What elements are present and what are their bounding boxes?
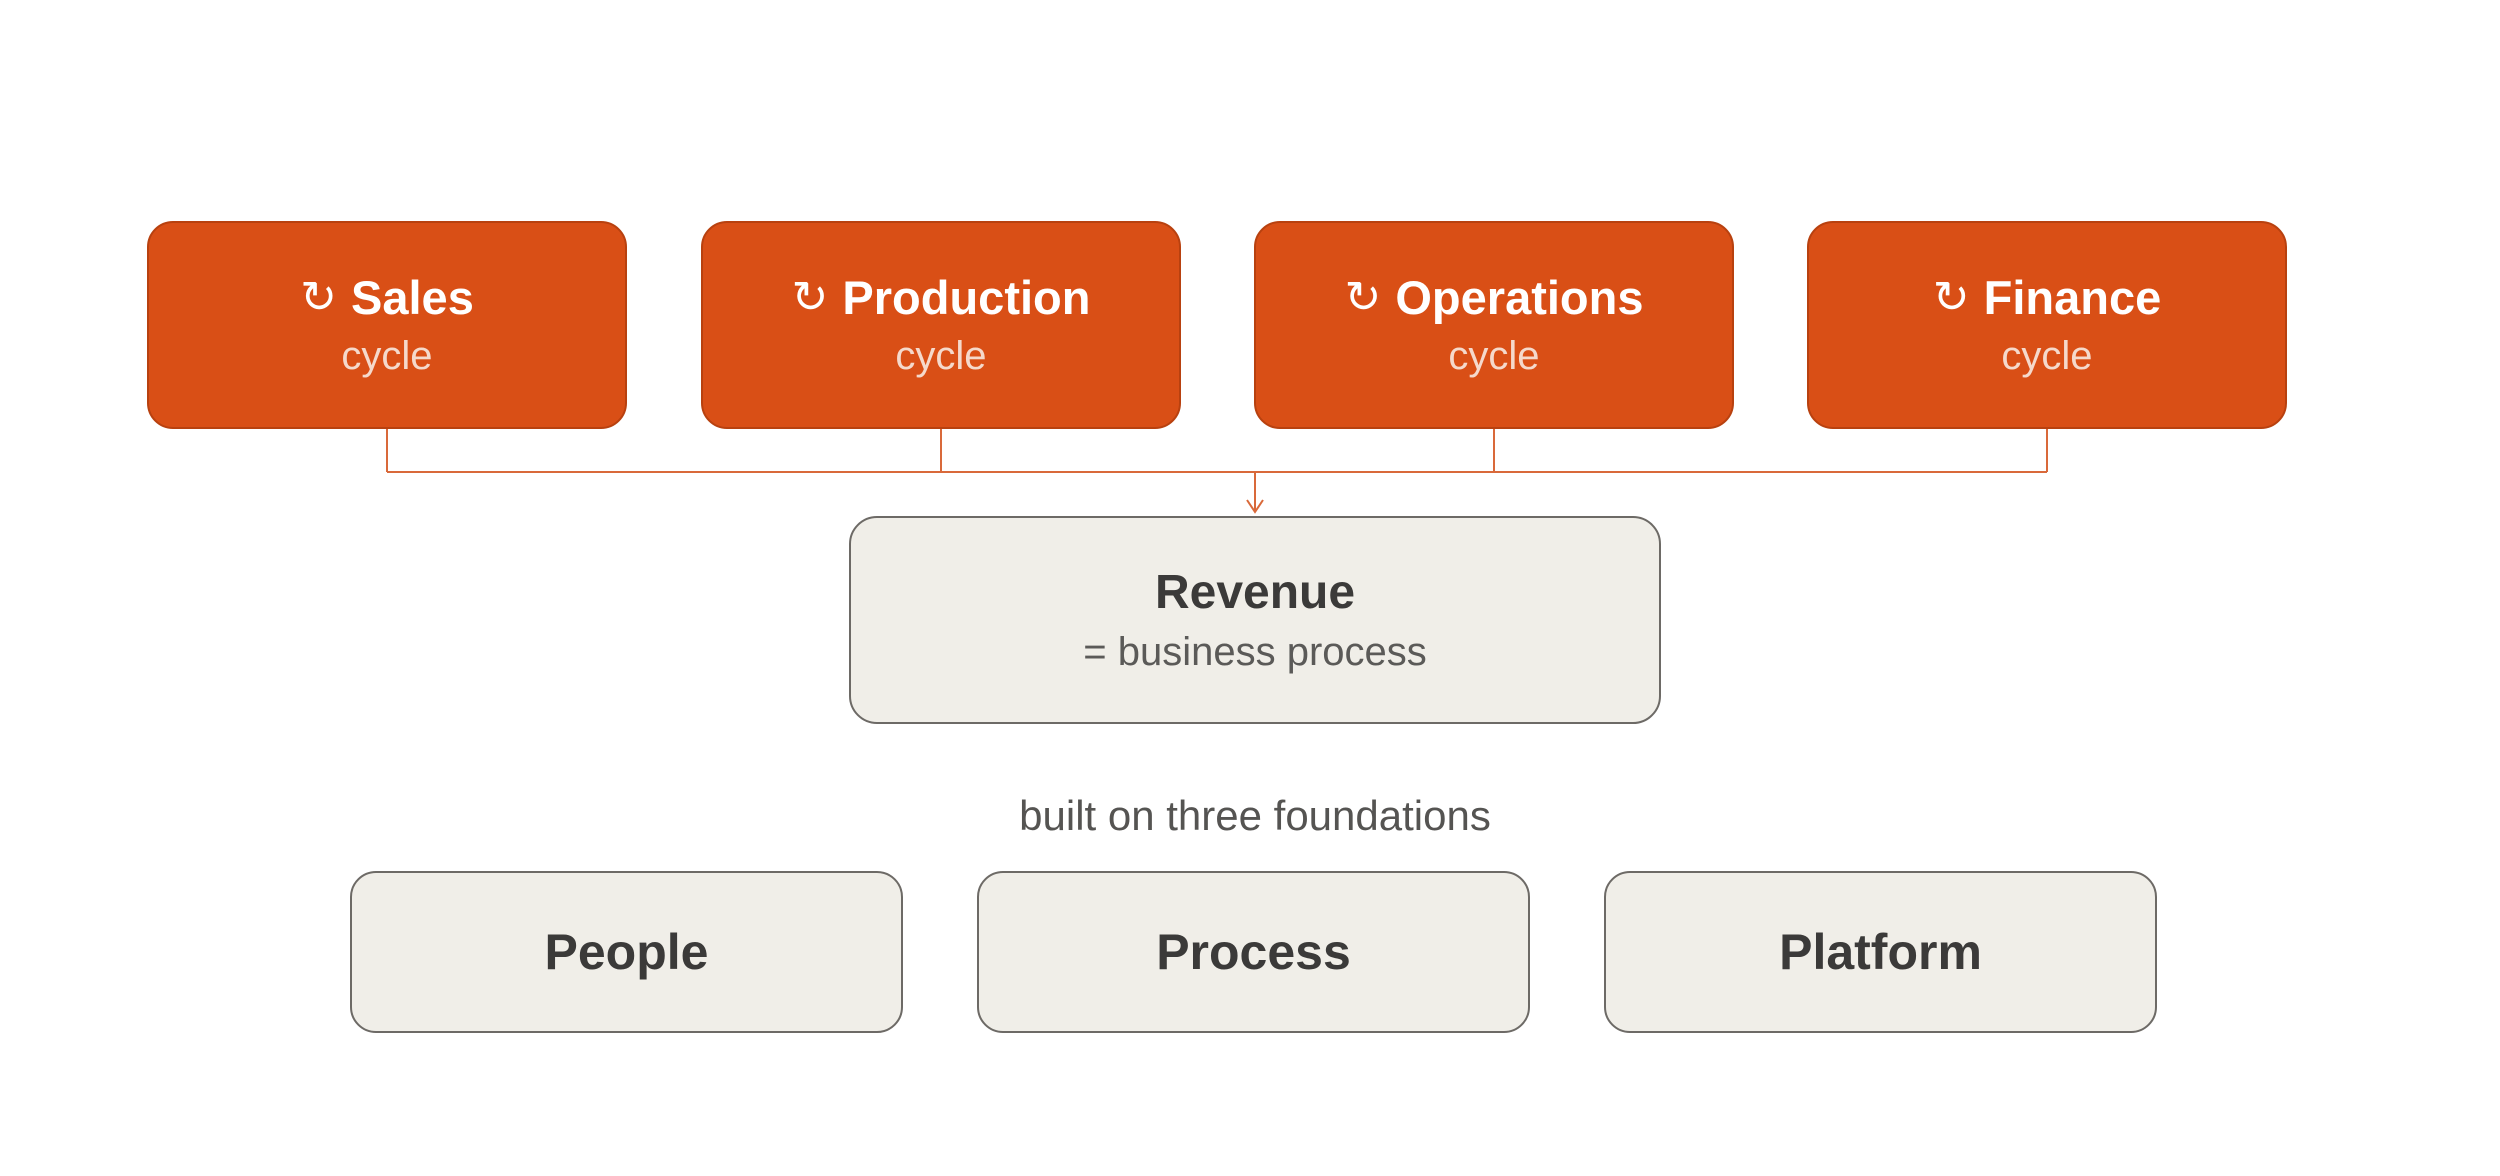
refresh-cycle-icon: ↻ bbox=[300, 273, 338, 323]
finance-cycle-box: ↻ Finance cycle bbox=[1807, 221, 2287, 429]
foundation-label: Platform bbox=[1779, 924, 1982, 980]
refresh-cycle-icon: ↻ bbox=[1344, 273, 1382, 323]
revenue-subtitle: = business process bbox=[1083, 630, 1427, 674]
cycle-sublabel: cycle bbox=[2001, 333, 2093, 378]
foundation-label: Process bbox=[1156, 924, 1351, 980]
production-cycle-box: ↻ Production cycle bbox=[701, 221, 1181, 429]
cycle-sublabel: cycle bbox=[1448, 333, 1540, 378]
revenue-box: Revenue = business process bbox=[849, 516, 1661, 724]
sales-cycle-box: ↻ Sales cycle bbox=[147, 221, 627, 429]
arrow-head-icon bbox=[1246, 499, 1264, 514]
foundation-platform-box: Platform bbox=[1604, 871, 2157, 1033]
cycle-label: Production bbox=[842, 271, 1091, 325]
cycle-label: Finance bbox=[1983, 271, 2162, 325]
cycle-label: Operations bbox=[1395, 271, 1644, 325]
revenue-title: Revenue bbox=[1154, 566, 1356, 619]
refresh-cycle-icon: ↻ bbox=[791, 273, 829, 323]
foundation-label: People bbox=[544, 924, 709, 980]
cycle-sublabel: cycle bbox=[895, 333, 987, 378]
cycle-sublabel: cycle bbox=[341, 333, 433, 378]
foundation-process-box: Process bbox=[977, 871, 1530, 1033]
foundations-caption: built on three foundations bbox=[1019, 792, 1491, 839]
foundation-people-box: People bbox=[350, 871, 903, 1033]
refresh-cycle-icon: ↻ bbox=[1932, 273, 1970, 323]
operations-cycle-box: ↻ Operations cycle bbox=[1254, 221, 1734, 429]
cycle-label: Sales bbox=[351, 271, 474, 325]
